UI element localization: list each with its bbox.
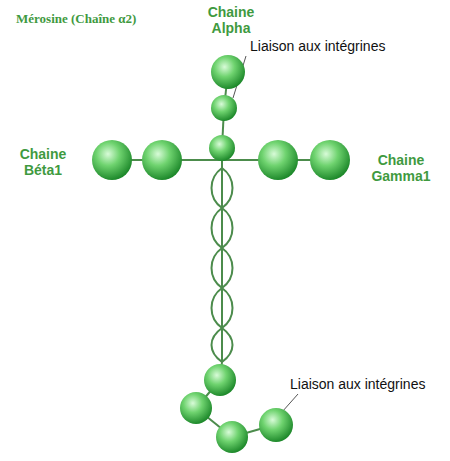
chain-name: Chaine Béta1 [4,146,82,178]
chain-name: Chaine Alpha [196,4,266,36]
binding-note: Liaison aux intégrines [250,38,385,54]
chain-name: Chaine Gamma1 [360,152,442,184]
figure-title: Mérosine (Chaîne α2) [16,12,136,27]
binding-note: Liaison aux intégrines [290,376,425,392]
globular-domains [92,55,350,453]
leader-lines [233,56,298,412]
